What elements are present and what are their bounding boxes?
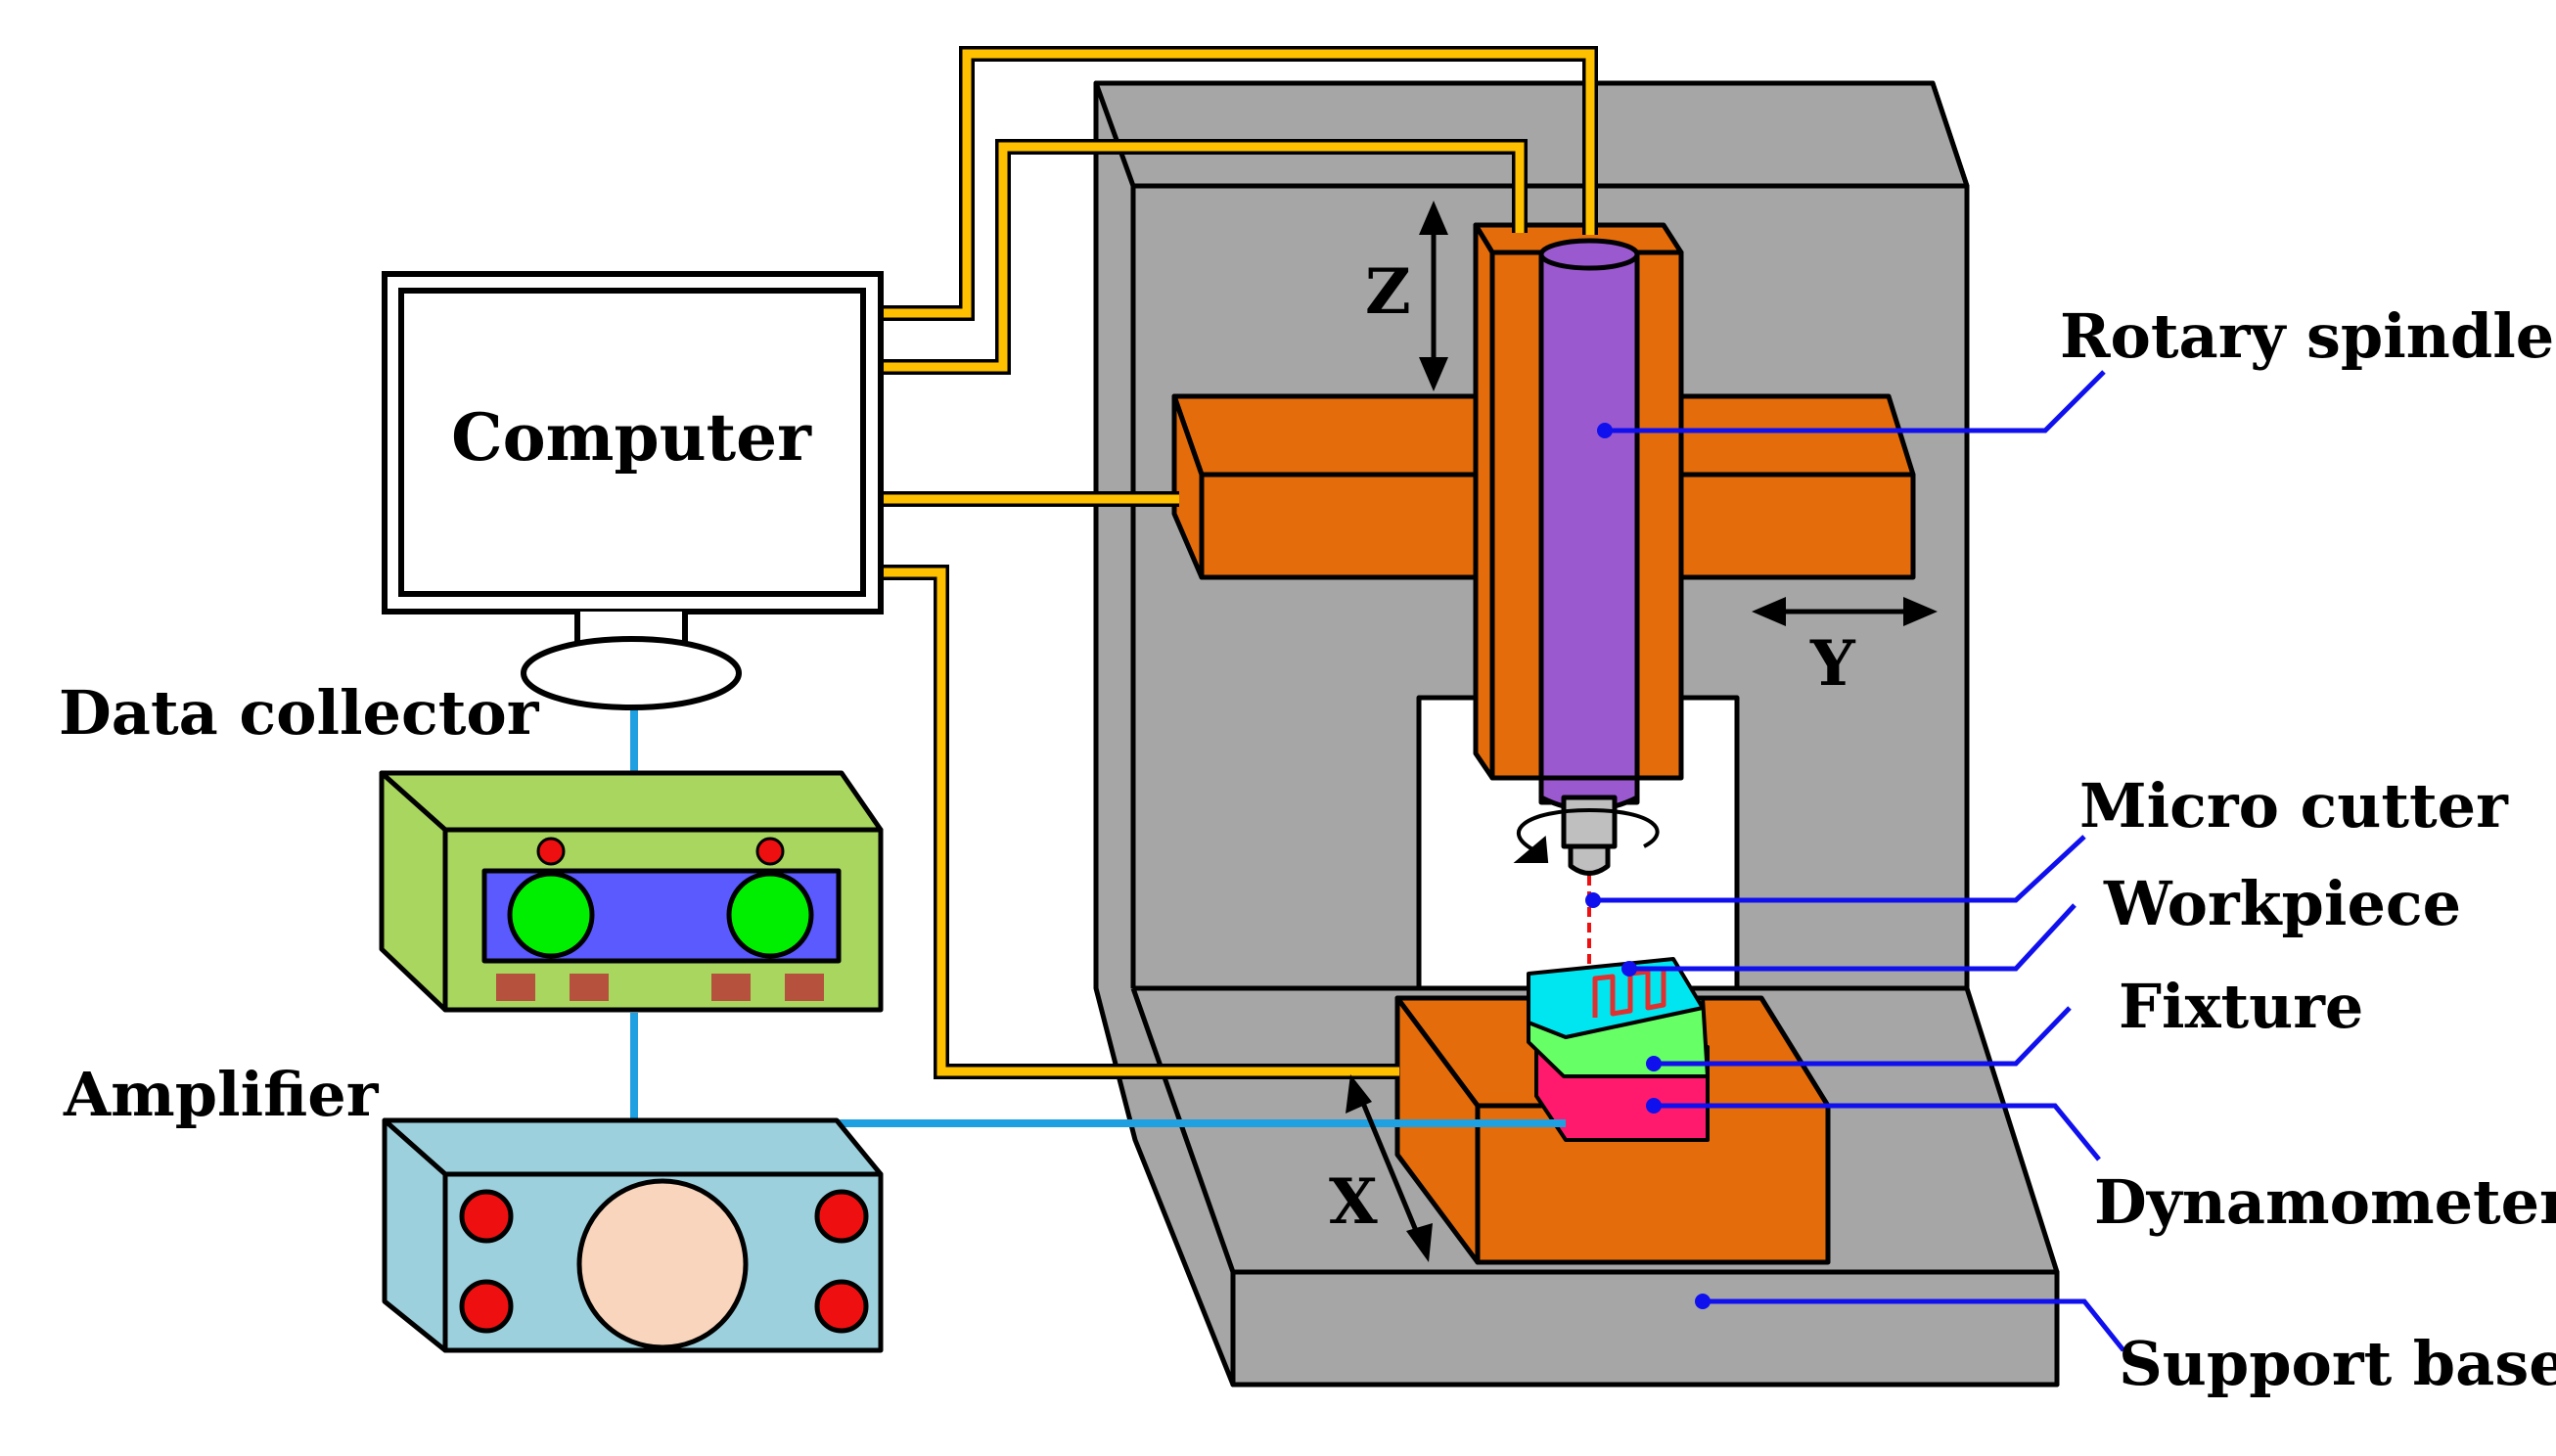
- monitor-screen: [398, 288, 866, 597]
- amplifier-label: Amplifier: [63, 1059, 380, 1130]
- x-arrow-head-top: [1346, 1074, 1372, 1114]
- x-arrow-line: [1357, 1095, 1422, 1239]
- signal-cables: [630, 707, 1566, 1127]
- yellow-cables-fill: [881, 49, 1595, 1076]
- spindle-top: [1538, 238, 1640, 271]
- axis-arrows: [1346, 201, 1938, 1262]
- leader-workpiece: [1629, 903, 2077, 972]
- frame-top-face: [1093, 80, 1970, 189]
- leader-fixture: [1654, 1006, 2072, 1067]
- tool-holder: [1561, 795, 1618, 849]
- leader-micro-cutter: [1593, 835, 2086, 903]
- workpiece-label: Workpiece: [2103, 868, 2461, 939]
- fixture-label: Fixture: [2119, 971, 2363, 1042]
- computer: [382, 271, 884, 710]
- dynamometer-label: Dynamometer: [2094, 1166, 2556, 1238]
- z-head: [1473, 222, 1684, 969]
- axis-z-label: Z: [1365, 255, 1411, 329]
- amp-led-2: [459, 1279, 514, 1334]
- z-arrow-head-top: [1419, 201, 1448, 235]
- computer-label: Computer: [451, 399, 812, 476]
- dial-left: [507, 871, 595, 959]
- amp-led-3: [814, 1189, 869, 1244]
- x-arrow-head-bottom: [1406, 1223, 1433, 1262]
- leader-support-base: [1703, 1298, 2125, 1352]
- dial-right: [726, 871, 814, 959]
- leader-dynamometer: [1654, 1103, 2101, 1161]
- leader-rotary-spindle: [1605, 370, 2106, 433]
- z-arrow-head-bottom: [1419, 357, 1448, 391]
- y-arrow-head-left: [1752, 597, 1786, 626]
- z-head-side: [1473, 222, 1495, 781]
- y-arrow-head-right: [1903, 597, 1938, 626]
- axis-x-label: X: [1329, 1165, 1378, 1239]
- support-base: [1230, 1269, 2060, 1388]
- amp-led-4: [814, 1279, 869, 1334]
- spindle-body: [1538, 250, 1640, 805]
- work-stack: [1527, 957, 1710, 1142]
- led-left: [536, 837, 566, 866]
- rotary-spindle-label: Rotary spindle: [2060, 300, 2554, 372]
- micro-cutter-label: Micro cutter: [2079, 770, 2509, 842]
- tool-holder-tip: [1568, 843, 1611, 876]
- amp-led-1: [459, 1189, 514, 1244]
- collector-top: [379, 770, 884, 833]
- amplifier-top: [382, 1117, 884, 1177]
- led-right: [755, 837, 785, 866]
- data-collector-label: Data collector: [59, 677, 540, 749]
- amplifier-knob: [576, 1178, 749, 1350]
- workpiece-groove: [1592, 969, 1666, 1018]
- rotation-arrow: [1513, 807, 1660, 863]
- axis-y-label: Y: [1809, 627, 1856, 701]
- collector-ports: [496, 974, 824, 1001]
- monitor-foot: [521, 636, 742, 710]
- leader-lines: [1593, 370, 2125, 1352]
- amplifier: [382, 1117, 884, 1353]
- leader-dots: [1585, 423, 1711, 1309]
- workpiece-block: [1527, 957, 1705, 1039]
- base-slope-edge: [1130, 987, 1236, 1273]
- support-base-label: Support base: [2119, 1328, 2556, 1399]
